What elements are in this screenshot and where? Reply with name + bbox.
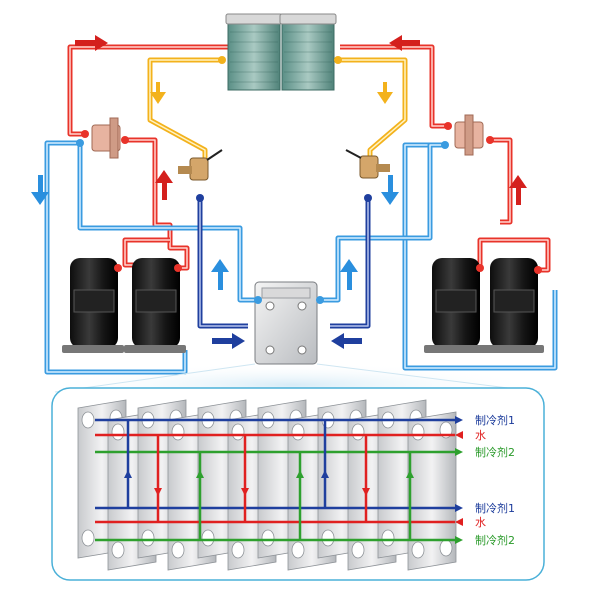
scroll-compressor-icon bbox=[62, 258, 124, 353]
left-circuit-pipes bbox=[44, 44, 258, 375]
plate-port bbox=[381, 529, 395, 547]
plate-port bbox=[231, 423, 245, 441]
plate-port bbox=[111, 423, 125, 441]
plate-port bbox=[171, 541, 185, 559]
label-refrigerant-2-bottom: 制冷剂2 bbox=[475, 533, 515, 547]
plate-port bbox=[291, 423, 305, 441]
expansion-valve-icon bbox=[345, 149, 390, 202]
scroll-compressor-icon bbox=[124, 258, 186, 353]
plate-port bbox=[411, 423, 425, 441]
plate-heat-exchanger-icon bbox=[254, 281, 324, 365]
plate-port bbox=[321, 529, 335, 547]
right-circuit-pipes bbox=[320, 44, 558, 371]
plate-port bbox=[81, 529, 95, 547]
inset-flow-arrows bbox=[124, 416, 463, 544]
four-way-valve-icon bbox=[76, 117, 129, 159]
plate-port bbox=[411, 541, 425, 559]
label-refrigerant-1-bottom: 制冷剂1 bbox=[475, 501, 515, 515]
inset-legend: 制冷剂1 水 制冷剂2 制冷剂1 水 制冷剂2 bbox=[475, 413, 515, 547]
plate-port bbox=[351, 423, 365, 441]
inset-flow-lines bbox=[95, 418, 455, 542]
plate-port bbox=[231, 541, 245, 559]
plate-port bbox=[201, 529, 215, 547]
plate-port bbox=[171, 423, 185, 441]
expansion-valve-icon bbox=[178, 149, 223, 202]
condenser-coil-icon bbox=[218, 13, 342, 91]
plate-port bbox=[351, 541, 365, 559]
plate-port bbox=[81, 411, 95, 429]
plate-port bbox=[141, 529, 155, 547]
plate-port bbox=[439, 539, 453, 557]
scroll-compressor-icon bbox=[424, 258, 486, 353]
label-refrigerant-1-top: 制冷剂1 bbox=[475, 413, 515, 427]
scroll-compressor-icon bbox=[482, 258, 544, 353]
plate-port bbox=[261, 529, 275, 547]
label-water-top: 水 bbox=[475, 429, 486, 442]
plate-port bbox=[111, 541, 125, 559]
plate-stack bbox=[77, 399, 457, 571]
four-way-valve-icon bbox=[441, 114, 494, 156]
plate-port bbox=[291, 541, 305, 559]
flow-arrow-icon bbox=[31, 35, 527, 349]
label-water-bottom: 水 bbox=[475, 516, 486, 529]
label-refrigerant-2-top: 制冷剂2 bbox=[475, 445, 515, 459]
